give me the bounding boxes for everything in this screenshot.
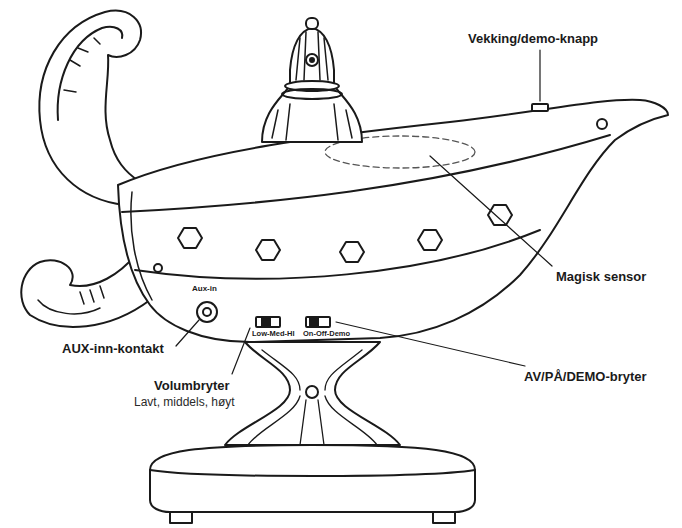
jack-marking: Aux-in — [192, 284, 217, 293]
switch-marking: On-Off-Demo — [303, 330, 350, 339]
switch-settings: Lavt, middels, høyt — [134, 396, 235, 410]
button-label: Vekking/demo-knapp — [468, 32, 598, 47]
switch-label: AV/PÅ/DEMO-bryter — [524, 370, 647, 385]
switch-marking: Low-Med-HI — [252, 330, 295, 339]
sensor-label: Magisk sensor — [556, 270, 646, 285]
switch-label: Volumbryter — [154, 379, 230, 394]
jack-label: AUX-inn-kontakt — [62, 342, 164, 357]
